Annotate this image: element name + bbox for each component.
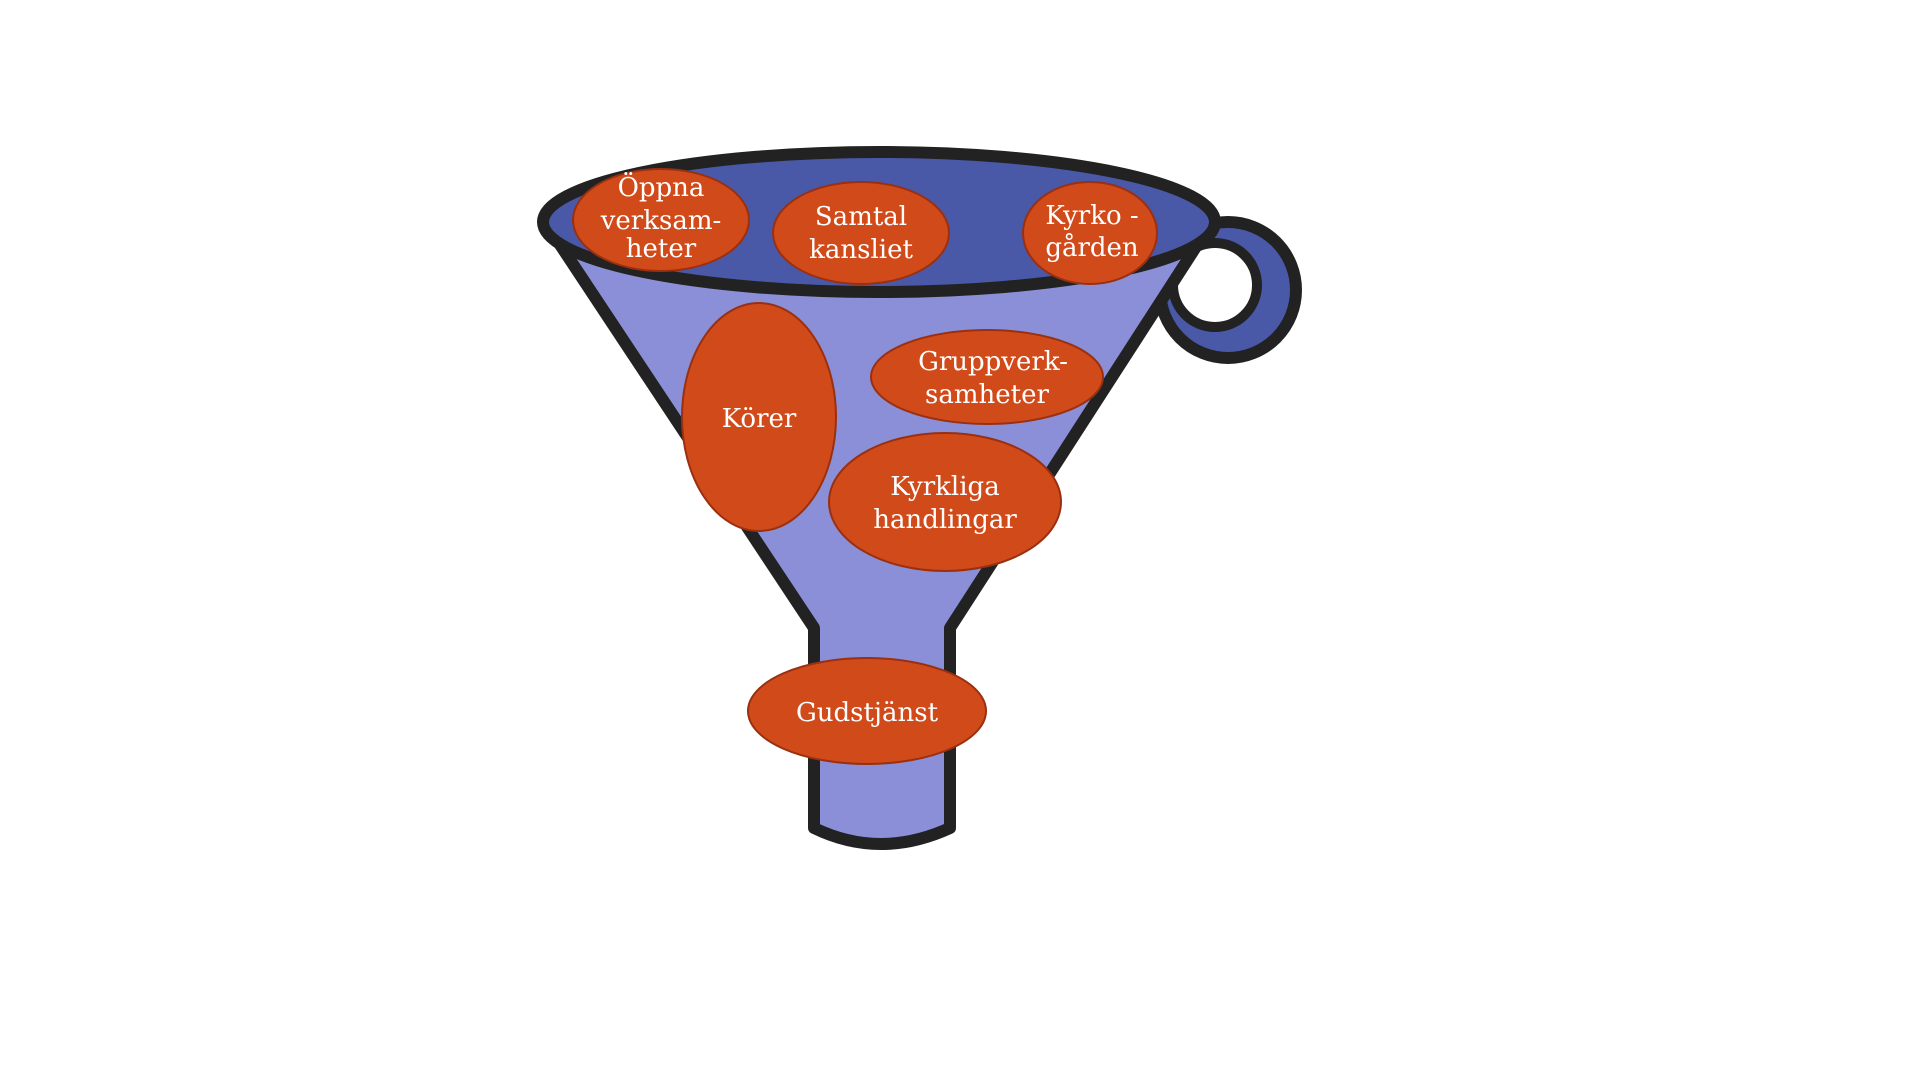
svg-text:Körer: Körer xyxy=(722,404,797,434)
bubble-gruppverksamheter: Gruppverk-samheter xyxy=(870,329,1104,425)
svg-text:Kyrko -gården: Kyrko -gården xyxy=(1045,201,1139,263)
bubble-kyrkogarden: Kyrko -gården xyxy=(1022,181,1158,285)
bubble-korer: Körer xyxy=(681,302,837,532)
svg-text:Gudstjänst: Gudstjänst xyxy=(796,698,939,728)
svg-text:Gruppverk-samheter: Gruppverk-samheter xyxy=(918,347,1068,410)
bubble-gudstjanst: Gudstjänst xyxy=(747,657,987,765)
